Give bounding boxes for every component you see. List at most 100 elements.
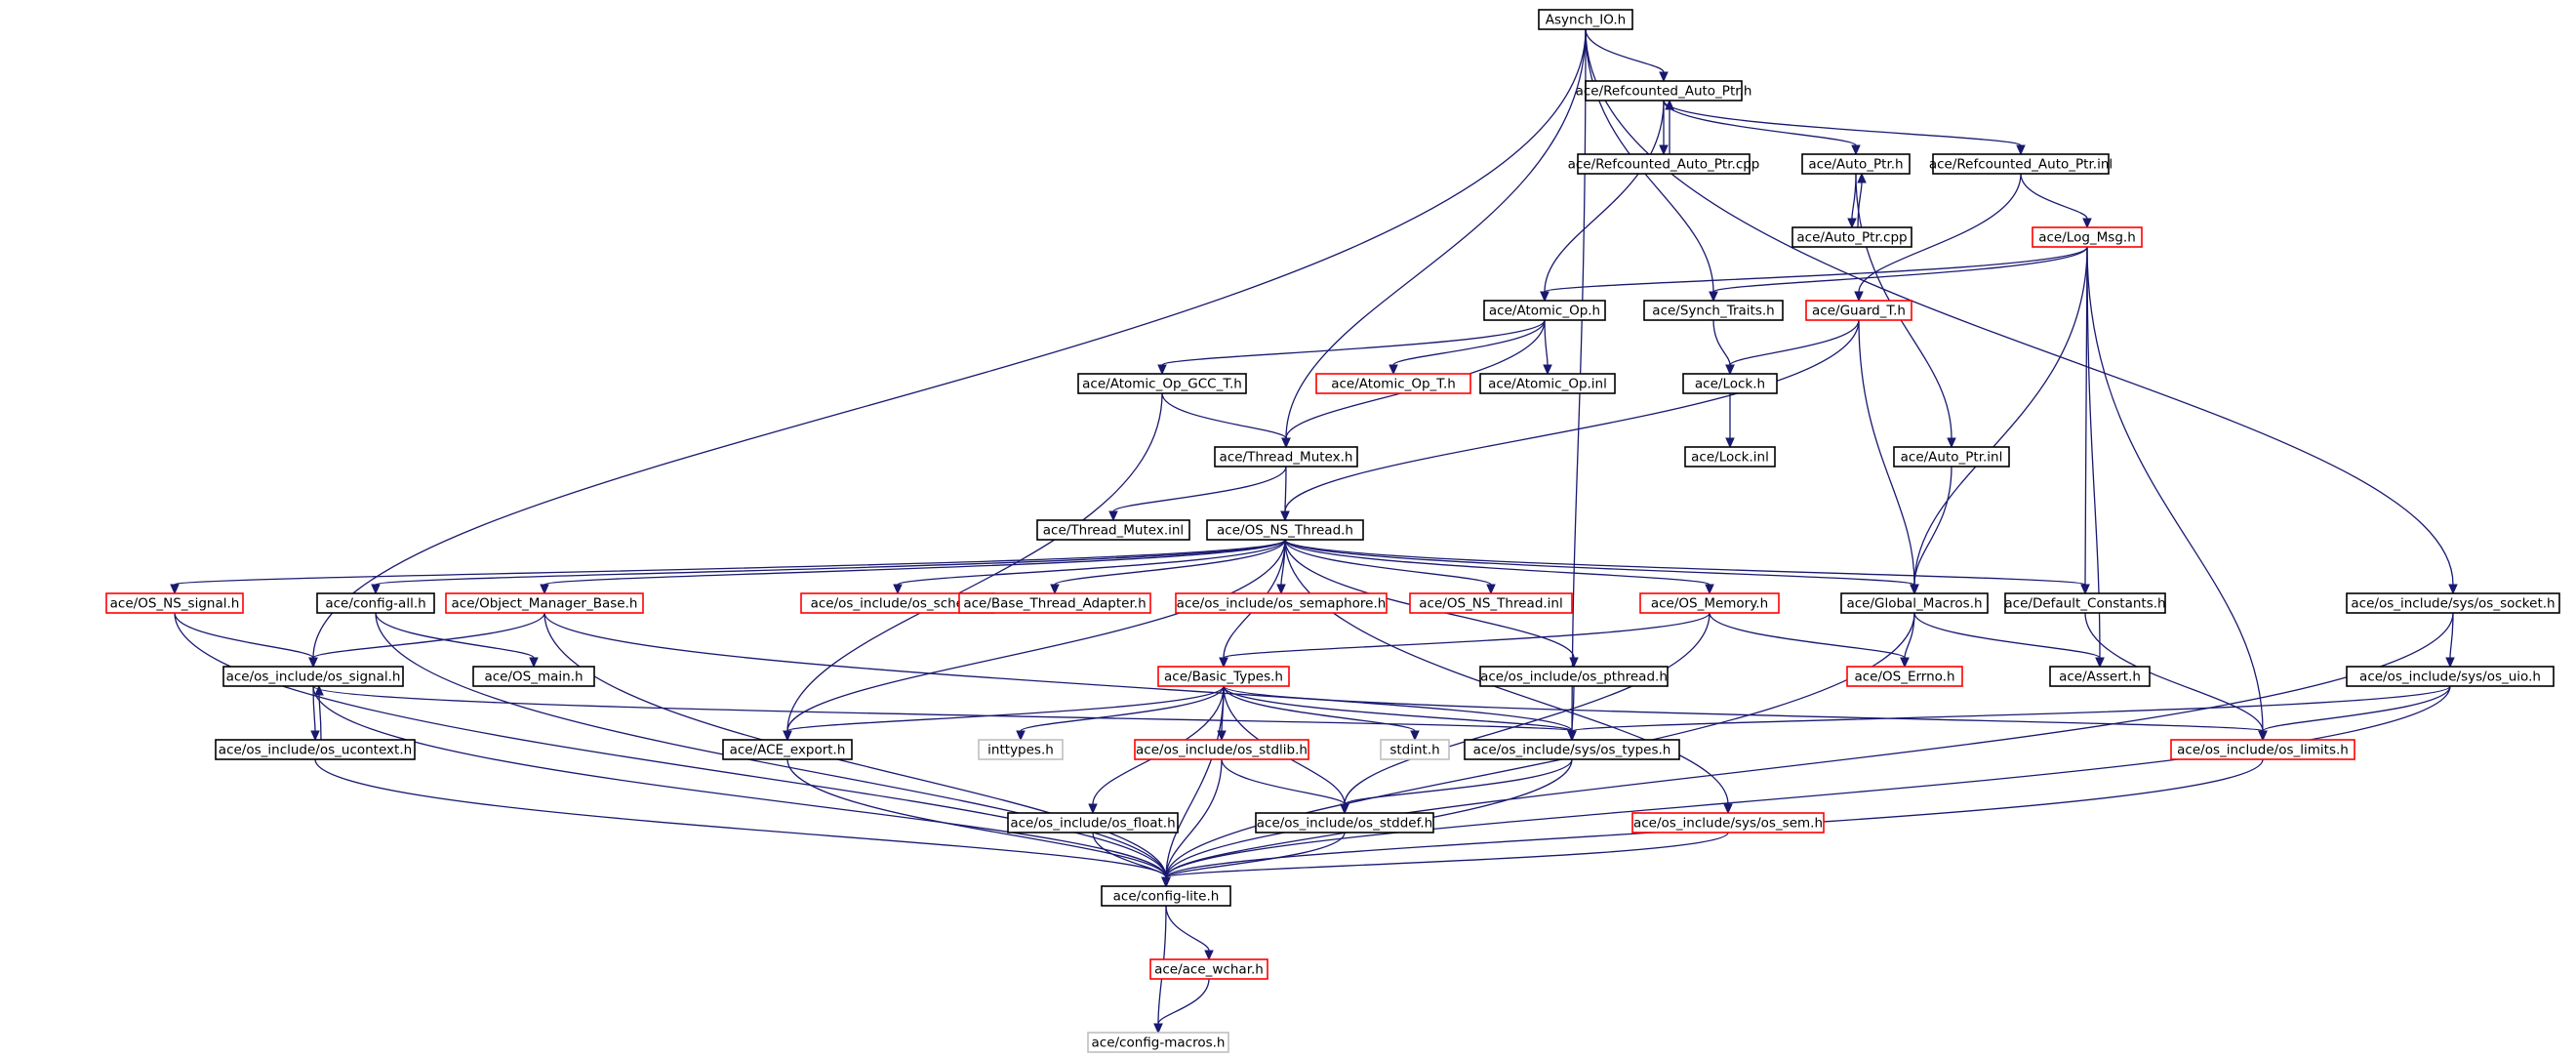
edge-line <box>1857 182 1863 228</box>
edge-arrowhead <box>1854 291 1864 303</box>
node-box <box>1087 1032 1229 1053</box>
node-box <box>1464 739 1680 760</box>
node-osstddef[interactable]: ace/os_include/os_stddef.h <box>1255 812 1434 833</box>
node-box <box>1643 300 1784 321</box>
node-basethread[interactable]: ace/Base_Thread_Adapter.h <box>958 592 1151 614</box>
node-osnsthreadinl[interactable]: ace/OS_NS_Thread.inl <box>1409 592 1573 614</box>
edge-osmemory-to-basictypes <box>1219 612 1711 669</box>
node-configall[interactable]: ace/config-all.h <box>316 592 435 614</box>
node-osnsthread[interactable]: ace/OS_NS_Thread.h <box>1206 519 1364 541</box>
node-box <box>472 666 595 687</box>
node-refptrcpp[interactable]: ace/Refcounted_Auto_Ptr.cpp <box>1568 153 1760 175</box>
node-synchtraits[interactable]: ace/Synch_Traits.h <box>1643 300 1784 321</box>
node-autoptrinl[interactable]: ace/Auto_Ptr.inl <box>1893 446 2010 468</box>
node-refptrinl[interactable]: ace/Refcounted_Auto_Ptr.inl <box>1929 153 2113 175</box>
node-acewchar[interactable]: ace/ace_wchar.h <box>1149 958 1268 980</box>
edge-ossignal-to-systypes <box>312 685 1577 742</box>
node-label: ace/os_include/os_ucontext.h <box>219 743 412 758</box>
edge-guardt-to-osnsthread <box>1280 319 1860 522</box>
edge-line <box>1165 685 2451 878</box>
node-ossem[interactable]: ace/os_include/os_semaphore.h <box>1175 592 1388 614</box>
edge-line <box>1161 392 1287 439</box>
edge-arrowhead <box>371 584 381 595</box>
node-ucontext[interactable]: ace/os_include/os_ucontext.h <box>215 739 416 760</box>
node-box <box>978 739 1064 760</box>
node-sysuio[interactable]: ace/os_include/sys/os_uio.h <box>2346 666 2555 687</box>
edge-line <box>1544 246 2088 293</box>
node-atomicopinl[interactable]: ace/Atomic_Op.inl <box>1479 373 1616 394</box>
edge-arrowhead <box>1340 803 1349 815</box>
node-box <box>1684 446 1776 468</box>
node-lockinl[interactable]: ace/Lock.inl <box>1684 446 1776 468</box>
node-box <box>1893 446 2010 468</box>
node-label: inttypes.h <box>987 743 1054 758</box>
edge-arrowhead <box>1108 510 1118 522</box>
edge-refptr-to-refptrinl <box>1663 100 2026 156</box>
node-label: ace/Lock.inl <box>1691 450 1769 466</box>
edge-arrowhead <box>1016 730 1026 742</box>
edge-basictypes-to-inttypes <box>1016 685 1225 742</box>
node-aceexport[interactable]: ace/ACE_export.h <box>722 739 853 760</box>
node-pthread[interactable]: ace/os_include/os_pthread.h <box>1479 666 1669 687</box>
node-box <box>1585 80 1743 102</box>
edge-line <box>786 392 1163 732</box>
node-osfloat[interactable]: ace/os_include/os_float.h <box>1007 812 1179 833</box>
node-box <box>2346 666 2555 687</box>
node-syssocket[interactable]: ace/os_include/sys/os_socket.h <box>2346 592 2560 614</box>
node-threadmutex[interactable]: ace/Thread_Mutex.h <box>1214 446 1358 468</box>
node-label: ace/Thread_Mutex.h <box>1220 450 1353 466</box>
node-osnssignal[interactable]: ace/OS_NS_signal.h <box>105 592 244 614</box>
edge-line <box>1284 539 1711 586</box>
node-asynch[interactable]: Asynch_IO.h <box>1538 9 1633 30</box>
node-atomicop[interactable]: ace/Atomic_Op.h <box>1483 300 1606 321</box>
node-box <box>105 592 244 614</box>
node-atomicopt[interactable]: ace/Atomic_Op_T.h <box>1315 373 1471 394</box>
edge-basictypes-to-systypes <box>1223 685 1577 742</box>
node-osmain[interactable]: ace/OS_main.h <box>472 666 595 687</box>
edge-line <box>1165 832 1346 878</box>
node-osstdlib[interactable]: ace/os_include/os_stdlib.h <box>1134 739 1309 760</box>
edge-line <box>2086 246 2264 732</box>
node-threadmutexinl[interactable]: ace/Thread_Mutex.inl <box>1036 519 1190 541</box>
node-box <box>1538 9 1633 30</box>
node-basictypes[interactable]: ace/Basic_Types.h <box>1157 666 1290 687</box>
node-label: ace/config-all.h <box>325 596 425 612</box>
edge-asynch-to-refptr <box>1585 28 1669 83</box>
node-configlite[interactable]: ace/config-lite.h <box>1101 885 1231 907</box>
node-label: ace/os_include/os_float.h <box>1010 816 1175 832</box>
edge-line <box>1344 612 1711 805</box>
node-refptr[interactable]: ace/Refcounted_Auto_Ptr.h <box>1576 80 1752 102</box>
node-autoptr[interactable]: ace/Auto_Ptr.h <box>1801 153 1911 175</box>
edge-logmsg-to-globalmacros <box>1910 246 2088 595</box>
edge-line <box>312 685 1167 878</box>
node-oserrno[interactable]: ace/OS_Errno.h <box>1846 666 1963 687</box>
edge-line <box>174 539 1286 586</box>
node-label: ace/Assert.h <box>2059 670 2141 685</box>
node-osmemory[interactable]: ace/OS_Memory.h <box>1639 592 1780 614</box>
node-ossched[interactable]: ace/os_include/os_sched.h <box>800 592 995 614</box>
node-ossignal[interactable]: ace/os_include/os_signal.h <box>222 666 404 687</box>
node-aceassert[interactable]: ace/Assert.h <box>2049 666 2151 687</box>
node-oslimits[interactable]: ace/os_include/os_limits.h <box>2170 739 2355 760</box>
node-objmgr[interactable]: ace/Object_Manager_Base.h <box>445 592 644 614</box>
edge-arrowhead <box>1486 584 1496 595</box>
node-globalmacros[interactable]: ace/Global_Macros.h <box>1840 592 1989 614</box>
edge-arrowhead <box>1280 510 1290 522</box>
node-logmsg[interactable]: ace/Log_Msg.h <box>2032 226 2143 248</box>
node-defconst[interactable]: ace/Default_Constants.h <box>2004 592 2166 614</box>
node-systypes[interactable]: ace/os_include/sys/os_types.h <box>1464 739 1680 760</box>
node-syssem[interactable]: ace/os_include/sys/os_sem.h <box>1631 812 1825 833</box>
edge-line <box>1157 978 1210 1025</box>
node-atomicgcc[interactable]: ace/Atomic_Op_GCC_T.h <box>1077 373 1247 394</box>
edge-refptr-to-autoptr <box>1663 100 1861 156</box>
edge-line <box>2084 612 2264 732</box>
node-layer: Asynch_IO.h ace/Refcounted_Auto_Ptr.h ace/… <box>105 9 2560 1053</box>
node-box <box>1077 373 1247 394</box>
edge-line <box>1858 173 2022 293</box>
node-lock[interactable]: ace/Lock.h <box>1682 373 1778 394</box>
node-autoptrcpp[interactable]: ace/Auto_Ptr.cpp <box>1791 226 1912 248</box>
node-guardt[interactable]: ace/Guard_T.h <box>1805 300 1912 321</box>
edge-objmgr-to-configlite <box>543 612 1171 888</box>
node-inttypes: inttypes.h <box>978 739 1064 760</box>
